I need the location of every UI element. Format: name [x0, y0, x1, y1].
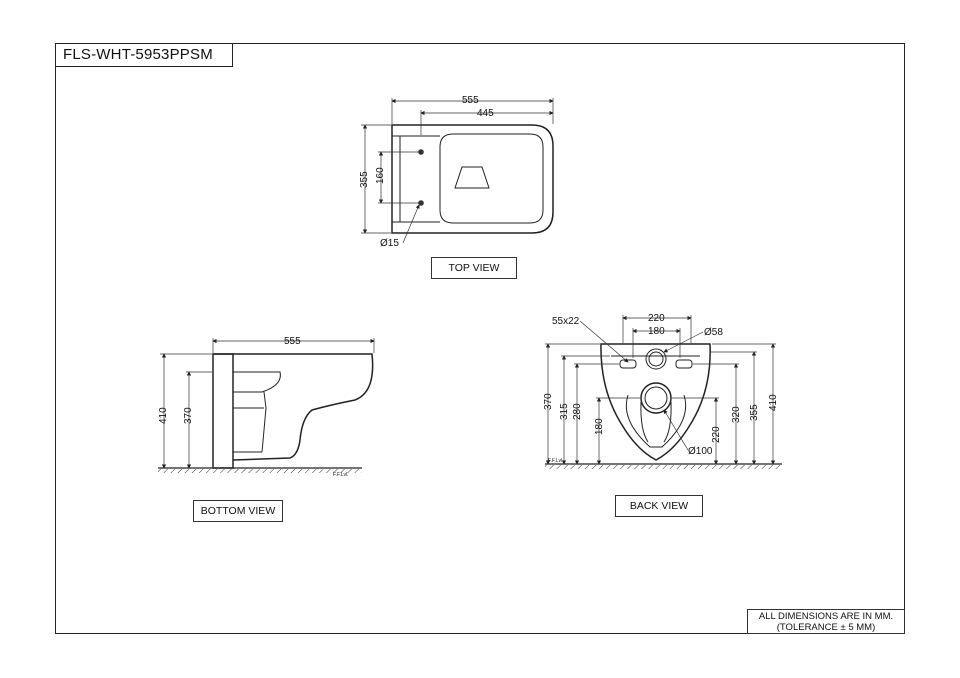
- back-dim-320: 320: [731, 406, 742, 423]
- model-code-title: FLS-WHT-5953PPSM: [55, 43, 233, 67]
- bottom-view-drawing: F.F.Lvl. 555 410 370: [158, 336, 375, 478]
- back-dim-outlet: Ø100: [688, 446, 713, 457]
- top-view-drawing: 555 445 355 160 Ø15: [359, 95, 554, 249]
- top-view-rim: [439, 133, 544, 224]
- drawing-sheet-border: [55, 43, 905, 634]
- dimension-note-line1: ALL DIMENSIONS ARE IN MM.: [758, 611, 894, 622]
- top-view-label: TOP VIEW: [431, 257, 517, 279]
- bottom-dim-555: 555: [284, 336, 301, 347]
- back-dim-180-left: 180: [594, 418, 605, 435]
- back-dim-220-top: 220: [648, 313, 665, 324]
- bottom-view-label: BOTTOM VIEW: [193, 500, 283, 522]
- bottom-dim-410: 410: [158, 407, 169, 424]
- back-dim-180-top: 180: [648, 326, 665, 337]
- back-view-label: BACK VIEW: [615, 495, 703, 517]
- dimension-note: ALL DIMENSIONS ARE IN MM. (TOLERANCE ± 5…: [747, 609, 905, 634]
- bottom-floor-mark: F.F.Lvl.: [333, 472, 349, 478]
- back-view-drawing: F.F.Lvl. 220 180 Ø58 55x22 370 315 280 1…: [543, 313, 782, 469]
- top-dim-355: 355: [359, 171, 370, 188]
- back-dim-inlet: Ø58: [704, 327, 723, 338]
- dimension-note-line2: (TOLERANCE ± 5 MM): [776, 622, 876, 633]
- top-dim-555: 555: [462, 95, 479, 106]
- back-view-outline: [600, 343, 711, 461]
- back-dim-410: 410: [768, 394, 779, 411]
- top-dim-hole: Ø15: [380, 238, 399, 249]
- back-floor-mark: F.F.Lvl.: [548, 458, 564, 464]
- back-dim-370: 370: [543, 393, 554, 410]
- back-dim-280: 280: [572, 403, 583, 420]
- top-dim-160: 160: [375, 167, 386, 184]
- back-dim-355: 355: [749, 404, 760, 421]
- top-dim-445: 445: [477, 108, 494, 119]
- back-dim-315: 315: [559, 403, 570, 420]
- top-view-outline: [391, 124, 554, 234]
- bottom-dim-370: 370: [183, 407, 194, 424]
- back-dim-220-right: 220: [711, 426, 722, 443]
- fixing-hole-lower: [418, 200, 424, 206]
- fixing-hole-upper: [418, 149, 424, 155]
- back-dim-slot: 55x22: [552, 316, 580, 327]
